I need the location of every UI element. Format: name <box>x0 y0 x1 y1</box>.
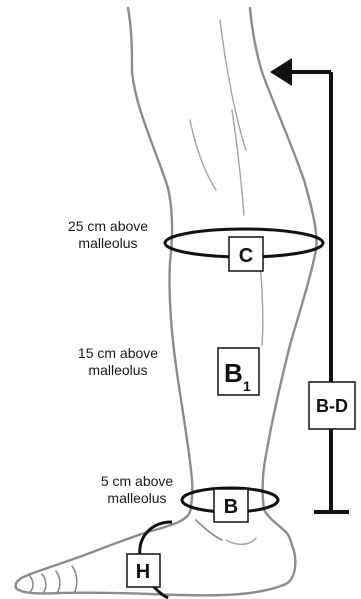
marker-h: H <box>127 554 160 587</box>
caption-b1: 15 cm above malleolus <box>78 345 158 378</box>
marker-c: C <box>229 237 263 271</box>
toe-lines <box>30 566 77 593</box>
marker-b: B <box>214 489 248 522</box>
caption-c-line1: 25 cm above <box>68 218 148 234</box>
marker-b1-subscript: 1 <box>243 378 251 394</box>
leg-detail-lines <box>190 20 263 544</box>
caption-b-line1: 5 cm above <box>101 473 174 489</box>
ankle-contour <box>196 520 222 540</box>
bd-bracket <box>291 72 349 512</box>
marker-b1-main: B <box>224 358 243 388</box>
marker-b-label: B <box>224 496 238 518</box>
caption-b1-line2: malleolus <box>88 362 147 378</box>
caption-c: 25 cm above malleolus <box>68 218 148 251</box>
marker-c-label: C <box>239 245 253 267</box>
caption-b-line2: malleolus <box>107 490 166 506</box>
arrow-left-icon <box>270 58 292 86</box>
marker-bd: B-D <box>309 382 355 429</box>
caption-b1-line1: 15 cm above <box>78 345 158 361</box>
marker-h-label: H <box>136 561 150 583</box>
marker-b1: B 1 <box>218 348 259 395</box>
caption-c-line2: malleolus <box>78 235 137 251</box>
caption-b: 5 cm above malleolus <box>101 473 174 506</box>
marker-bd-label: B-D <box>316 396 348 416</box>
